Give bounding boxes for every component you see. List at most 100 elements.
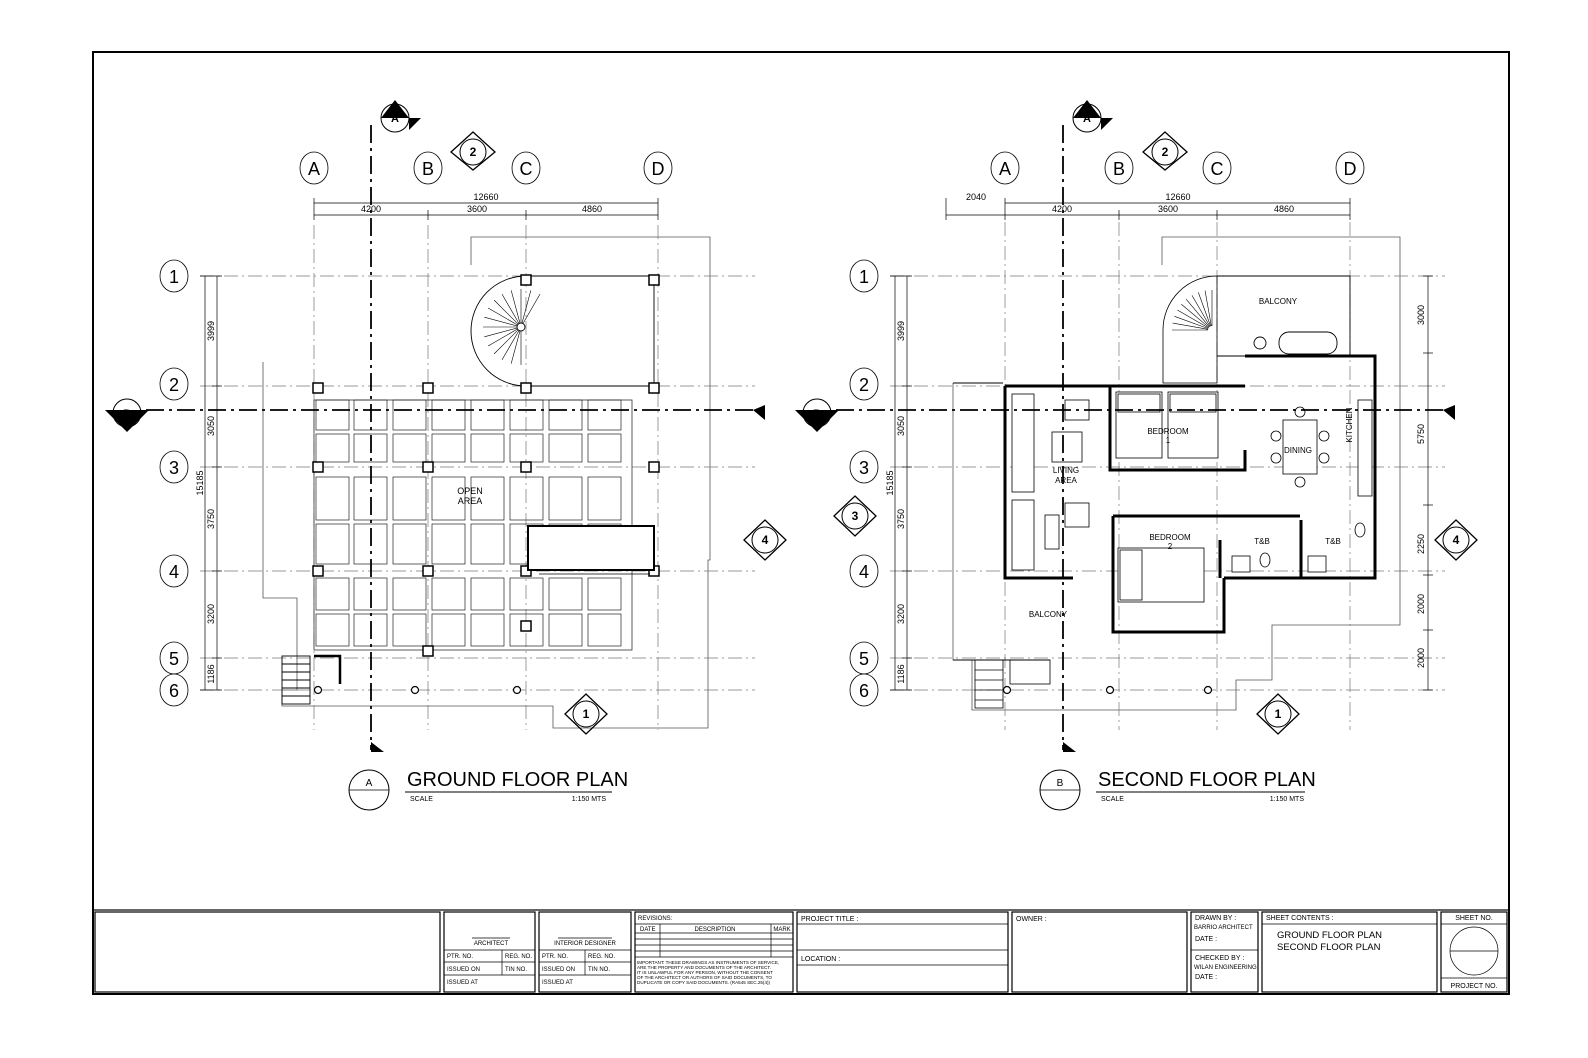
- designer-ptr: PTR. NO.: [542, 954, 568, 960]
- dim-row-12: 3999: [206, 321, 216, 341]
- grid-bubble-c-2f: [1202, 151, 1232, 185]
- sheet-border: [92, 51, 1510, 995]
- ground-floor-title-block: A GROUND FLOOR PLAN SCALE 1:150 MTS: [348, 769, 628, 811]
- room-kitchen: KITCHEN: [1345, 407, 1354, 442]
- room-dining: DINING: [1284, 446, 1312, 455]
- room-bedroom1-b: 1: [1166, 436, 1171, 445]
- grid-label-1-2f: 1: [859, 267, 869, 287]
- grid-label-a-2f: A: [999, 159, 1011, 179]
- dim-row-34: 3750: [206, 509, 216, 529]
- paving-tile: [587, 476, 622, 521]
- section-marker-3-2f: 3: [833, 495, 877, 537]
- section-marker-b-left: B: [105, 398, 149, 432]
- toilets: [1231, 522, 1366, 573]
- living-furniture: [1011, 393, 1090, 571]
- svg-text:B: B: [123, 408, 131, 420]
- paving-tile: [392, 577, 427, 611]
- grid-bubble-d-2f: [1335, 151, 1365, 185]
- svg-text:2: 2: [470, 145, 477, 159]
- svg-text:A: A: [1083, 113, 1091, 125]
- dim-bay-cd-2f: 4860: [1274, 204, 1294, 214]
- dim-bay-bc-2f: 3600: [1158, 204, 1178, 214]
- grid-label-5: 5: [169, 649, 179, 669]
- sheet-contents-label: SHEET CONTENTS :: [1266, 915, 1334, 922]
- sheet-contents-line-2: SECOND FLOOR PLAN: [1277, 942, 1381, 953]
- grid-bubble-c: [511, 151, 541, 185]
- structural-column: [422, 382, 434, 394]
- paving-tile: [587, 577, 622, 611]
- svg-text:1: 1: [1275, 707, 1282, 721]
- paving-tile: [431, 433, 466, 463]
- architect-issued-on: ISSUED ON: [447, 967, 480, 973]
- notice-line-2: ARE THE PROPERTY AND DOCUMENTS OF THE AR…: [637, 965, 771, 970]
- dim-overall-depth-2f: 15185: [885, 470, 895, 495]
- grid-label-a: A: [308, 159, 320, 179]
- grid-label-c-2f: C: [1211, 159, 1224, 179]
- designer-reg: REG. NO.: [588, 954, 615, 960]
- spiral-staircase: [470, 275, 655, 387]
- paving-tile: [587, 613, 622, 647]
- paving-tile: [509, 399, 544, 431]
- paving-tile: [509, 577, 544, 611]
- dim-right-4: 2000: [1416, 594, 1426, 614]
- structural-column: [520, 382, 532, 394]
- room-living-b: AREA: [1055, 476, 1077, 485]
- paving-tile: [470, 476, 505, 521]
- section-marker-a-top: A: [380, 100, 421, 133]
- grid-bubble-a: [299, 151, 329, 185]
- ground-floor-scale-label: SCALE: [410, 796, 433, 803]
- rear-stair-2f: [974, 659, 1051, 709]
- owner-label: OWNER :: [1016, 916, 1047, 923]
- paving-tile: [392, 433, 427, 463]
- section-marker-1-2f: 1: [1256, 693, 1300, 735]
- ground-floor-title: GROUND FLOOR PLAN: [407, 769, 628, 791]
- designer-tin: TIN NO.: [588, 967, 610, 973]
- paving-tile: [509, 613, 544, 647]
- grid-bubble-2: [159, 367, 189, 401]
- grid-label-d: D: [652, 159, 665, 179]
- entry-stair: [281, 654, 342, 705]
- structural-column: [312, 565, 324, 577]
- checked-by-label: CHECKED BY :: [1195, 955, 1244, 962]
- grid-label-b: B: [422, 159, 434, 179]
- second-floor-title-block: B SECOND FLOOR PLAN SCALE 1:150 MTS: [1039, 769, 1316, 811]
- grid-bubble-6-2f: [849, 673, 879, 707]
- section-marker-a-top-2f: A: [1072, 100, 1113, 133]
- room-tb1: T&B: [1254, 537, 1270, 546]
- second-floor-scale-value: 1:150 MTS: [1270, 796, 1305, 803]
- grid-label-6: 6: [169, 681, 179, 701]
- svg-text:4: 4: [762, 533, 769, 547]
- svg-text:4: 4: [1453, 533, 1460, 547]
- site-boundary: [262, 236, 711, 729]
- structural-column: [520, 620, 532, 632]
- dim-right-5: 2000: [1416, 648, 1426, 668]
- section-marker-a-bottom: [371, 742, 384, 752]
- notice-line-5: DUPLICATE OR COPY SAID DOCUMENTS. (RA545…: [637, 980, 771, 985]
- room-balcony-top: BALCONY: [1259, 297, 1298, 306]
- notice-line-1: IMPORTANT: THESE DRAWINGS AS INSTRUMENTS…: [637, 960, 779, 965]
- dim-right-1: 3000: [1416, 305, 1426, 325]
- paving-tile: [548, 399, 583, 431]
- grid-label-2: 2: [169, 375, 179, 395]
- paving-tile: [315, 399, 350, 431]
- second-floor-badge: B: [1057, 778, 1064, 789]
- svg-text:A: A: [391, 113, 399, 125]
- paving-tile: [392, 613, 427, 647]
- paving-tile: [548, 577, 583, 611]
- grid-label-4: 4: [169, 562, 179, 582]
- grid-label-b-2f: B: [1113, 159, 1125, 179]
- paving-tile: [548, 613, 583, 647]
- paving-tile: [315, 577, 350, 611]
- designer-role: INTERIOR DESIGNER: [554, 941, 616, 947]
- paving-tile: [315, 613, 350, 647]
- paving-tile: [315, 476, 350, 521]
- dim-bay-ab-2f: 4200: [1052, 204, 1072, 214]
- structural-column: [312, 461, 324, 473]
- bedroom-1-beds: [1115, 391, 1219, 459]
- revisions-mark: MARK: [773, 927, 790, 933]
- paving-tile: [470, 433, 505, 463]
- architect-issued-at: ISSUED AT: [447, 980, 478, 986]
- revisions-label: REVISIONS:: [638, 916, 673, 922]
- architect-reg: REG. NO.: [505, 954, 532, 960]
